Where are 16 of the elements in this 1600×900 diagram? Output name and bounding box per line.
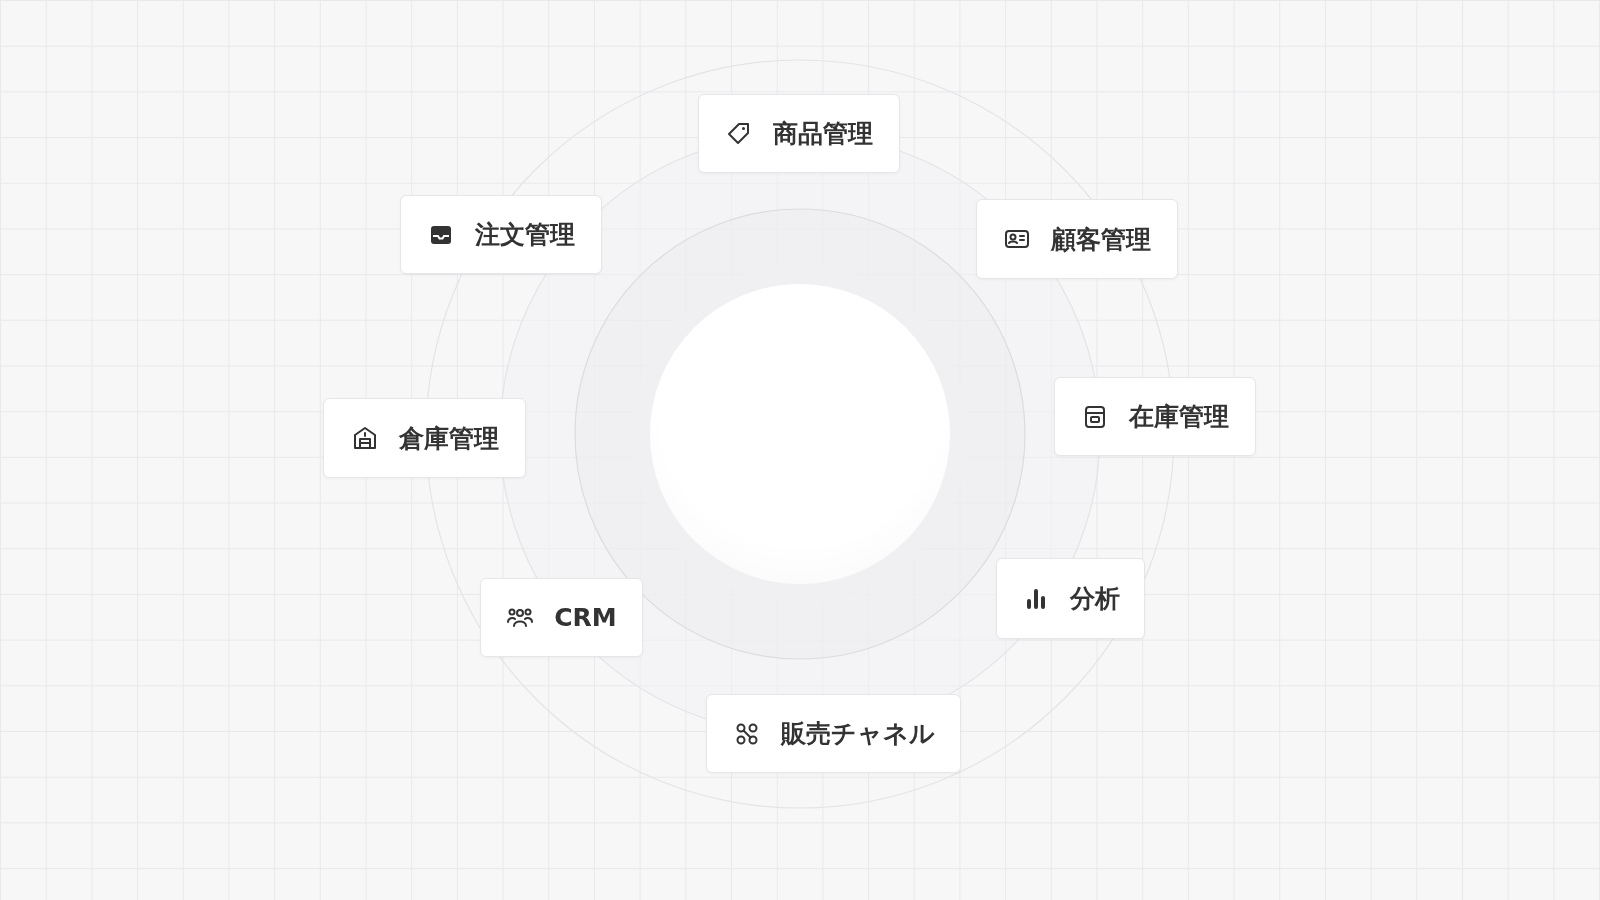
- feature-card: [706, 694, 961, 773]
- feature-label: 顧客管理: [1051, 223, 1151, 256]
- feature-label: 倉庫管理: [398, 422, 499, 455]
- feature-label: 在庫管理: [1129, 401, 1229, 433]
- feature-card: [698, 94, 900, 173]
- feature-card: [400, 195, 602, 274]
- feature-label: 分析: [1069, 583, 1120, 615]
- feature-card: [996, 558, 1145, 639]
- feature-label: 販売チャネル: [780, 718, 935, 750]
- feature-card: [1054, 377, 1256, 456]
- feature-label: 商品管理: [773, 118, 873, 150]
- feature-label: CRM: [554, 603, 617, 632]
- feature-card: [480, 578, 643, 657]
- feature-card: [976, 199, 1178, 279]
- feature-label: 注文管理: [475, 219, 575, 251]
- feature-card: [323, 398, 526, 478]
